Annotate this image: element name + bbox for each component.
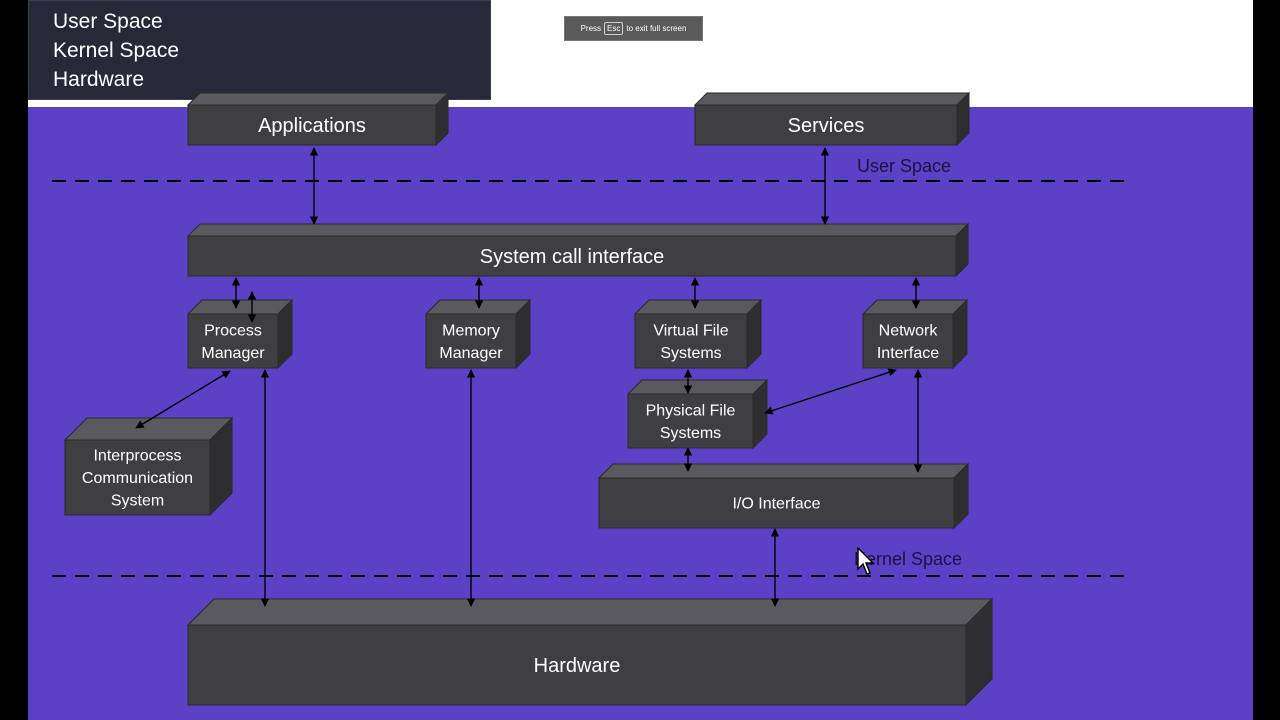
letterbox-left [0,0,28,720]
box-front-face [694,104,958,146]
box-label: Communication [82,470,193,487]
box-io-interface: I/O Interface [597,462,970,530]
box-top-face [186,92,450,106]
fullscreen-exit-notice: Press Esc to exit full screen [564,16,703,41]
notice-suffix: to exit full screen [626,24,687,33]
box-label: Memory [442,322,500,339]
box-syscall: System call interface [186,222,970,278]
box-label: Interprocess [93,448,181,465]
box-label: Interface [877,345,939,362]
box-top-face [186,223,970,237]
box-front-face [187,235,957,277]
box-top-face [424,299,532,315]
box-label: Hardware [534,655,621,677]
box-label: Systems [660,345,721,362]
box-top-face [186,598,994,626]
kernel-space-region-label: Kernel Space [854,549,962,569]
box-top-face [626,379,769,395]
box-top-face [597,463,970,479]
box-hardware: Hardware [186,597,994,707]
box-label: Physical File [646,402,736,419]
legend-item-kernel-space: Kernel Space [53,39,180,62]
box-services: Services [693,91,971,147]
box-label: Network [879,322,939,339]
legend-item-user-space: User Space [53,10,163,33]
box-label: Virtual File [653,322,728,339]
box-applications: Applications [186,91,450,147]
box-top-face [63,417,234,441]
box-front-face [187,104,437,146]
box-front-face [187,624,967,706]
mouse-cursor-icon [857,547,875,575]
box-top-face [693,92,971,106]
letterbox-right [1253,0,1280,720]
legend-item-hardware: Hardware [53,68,145,91]
box-front-face [187,313,279,369]
box-top-face [186,299,294,315]
box-label: Process [204,322,262,339]
box-label: Manager [439,345,503,362]
user-space-region-label: User Space [857,156,951,176]
esc-key-badge: Esc [604,22,624,35]
connector-arrow [764,368,897,415]
connector-arrow [135,370,231,429]
box-front-face [425,313,517,369]
box-front-face [634,313,748,369]
legend-panel: User Space Kernel Space Hardware [28,0,491,100]
box-top-face [633,299,763,315]
box-label: Systems [660,425,721,442]
box-label: Services [788,115,865,137]
box-front-face [64,439,211,516]
box-label: System [111,493,164,510]
box-front-face [862,313,954,369]
box-front-face [627,393,754,449]
box-label: Applications [258,115,366,137]
box-label: Manager [201,345,265,362]
notice-prefix: Press [580,24,602,33]
box-label: System call interface [480,246,665,268]
box-label: I/O Interface [732,496,820,513]
box-front-face [598,477,955,529]
box-top-face [861,299,969,315]
